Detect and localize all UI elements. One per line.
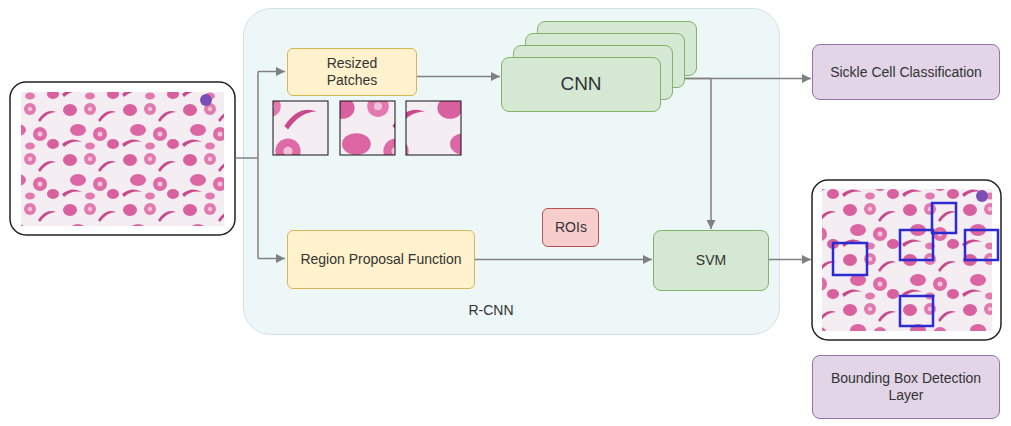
image-frame [10, 82, 235, 235]
image-frame [812, 180, 1001, 340]
output-box: Sickle Cell Classification [812, 44, 1000, 100]
group-panel: R-CNN Resized PatchesCNN Region Proposal F… [243, 8, 780, 335]
stacked-model-box: CNN [501, 57, 661, 112]
box-label: Bounding Box Detection Layer [825, 370, 987, 404]
box-label: ROIs [555, 219, 586, 236]
box-label: Sickle Cell Classification [830, 64, 982, 81]
blood-smear [21, 92, 224, 226]
process-box: Region Proposal Function [287, 230, 475, 289]
flow-arrow [475, 259, 652, 261]
box-label: Resized Patches [300, 55, 404, 89]
white-cell [976, 190, 988, 202]
cell-patch [273, 101, 328, 155]
box-label: Region Proposal Function [300, 251, 461, 268]
process-box: Resized Patches [287, 48, 417, 96]
white-cell [200, 94, 212, 106]
data-box: ROIs [542, 208, 599, 247]
flow-arrow [661, 78, 811, 80]
output-box: Bounding Box Detection Layer [812, 355, 1000, 419]
box-label: SVM [696, 252, 726, 269]
flow-arrow [417, 76, 500, 78]
group-label: R-CNN [444, 302, 538, 319]
classifier-box: SVM [653, 230, 769, 291]
cell-patch [340, 101, 395, 155]
cell-patch [406, 101, 461, 155]
detection-boxes [833, 203, 998, 326]
flow-arrow [661, 79, 711, 230]
wires [235, 72, 811, 260]
box-label: CNN [560, 73, 601, 96]
